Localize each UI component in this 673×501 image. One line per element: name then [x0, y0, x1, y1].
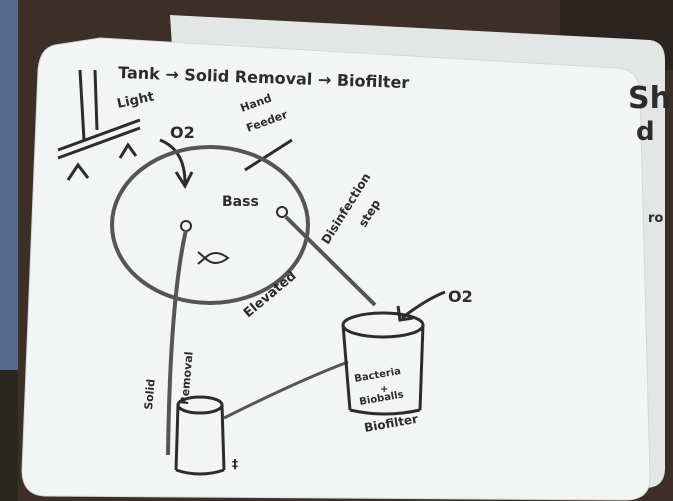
- tank-label: Bass: [222, 194, 259, 210]
- back-board-text-2: d: [636, 117, 655, 147]
- solid-tank-mark: ‡: [232, 457, 238, 471]
- left-edge-object: [0, 0, 18, 370]
- o2-top-label: O2: [170, 123, 195, 142]
- back-board-text-3: ro: [648, 211, 663, 226]
- solid-label: Solid: [142, 378, 158, 410]
- o2-right-label: O2: [448, 287, 473, 306]
- back-board-text-1: Sh: [628, 81, 671, 116]
